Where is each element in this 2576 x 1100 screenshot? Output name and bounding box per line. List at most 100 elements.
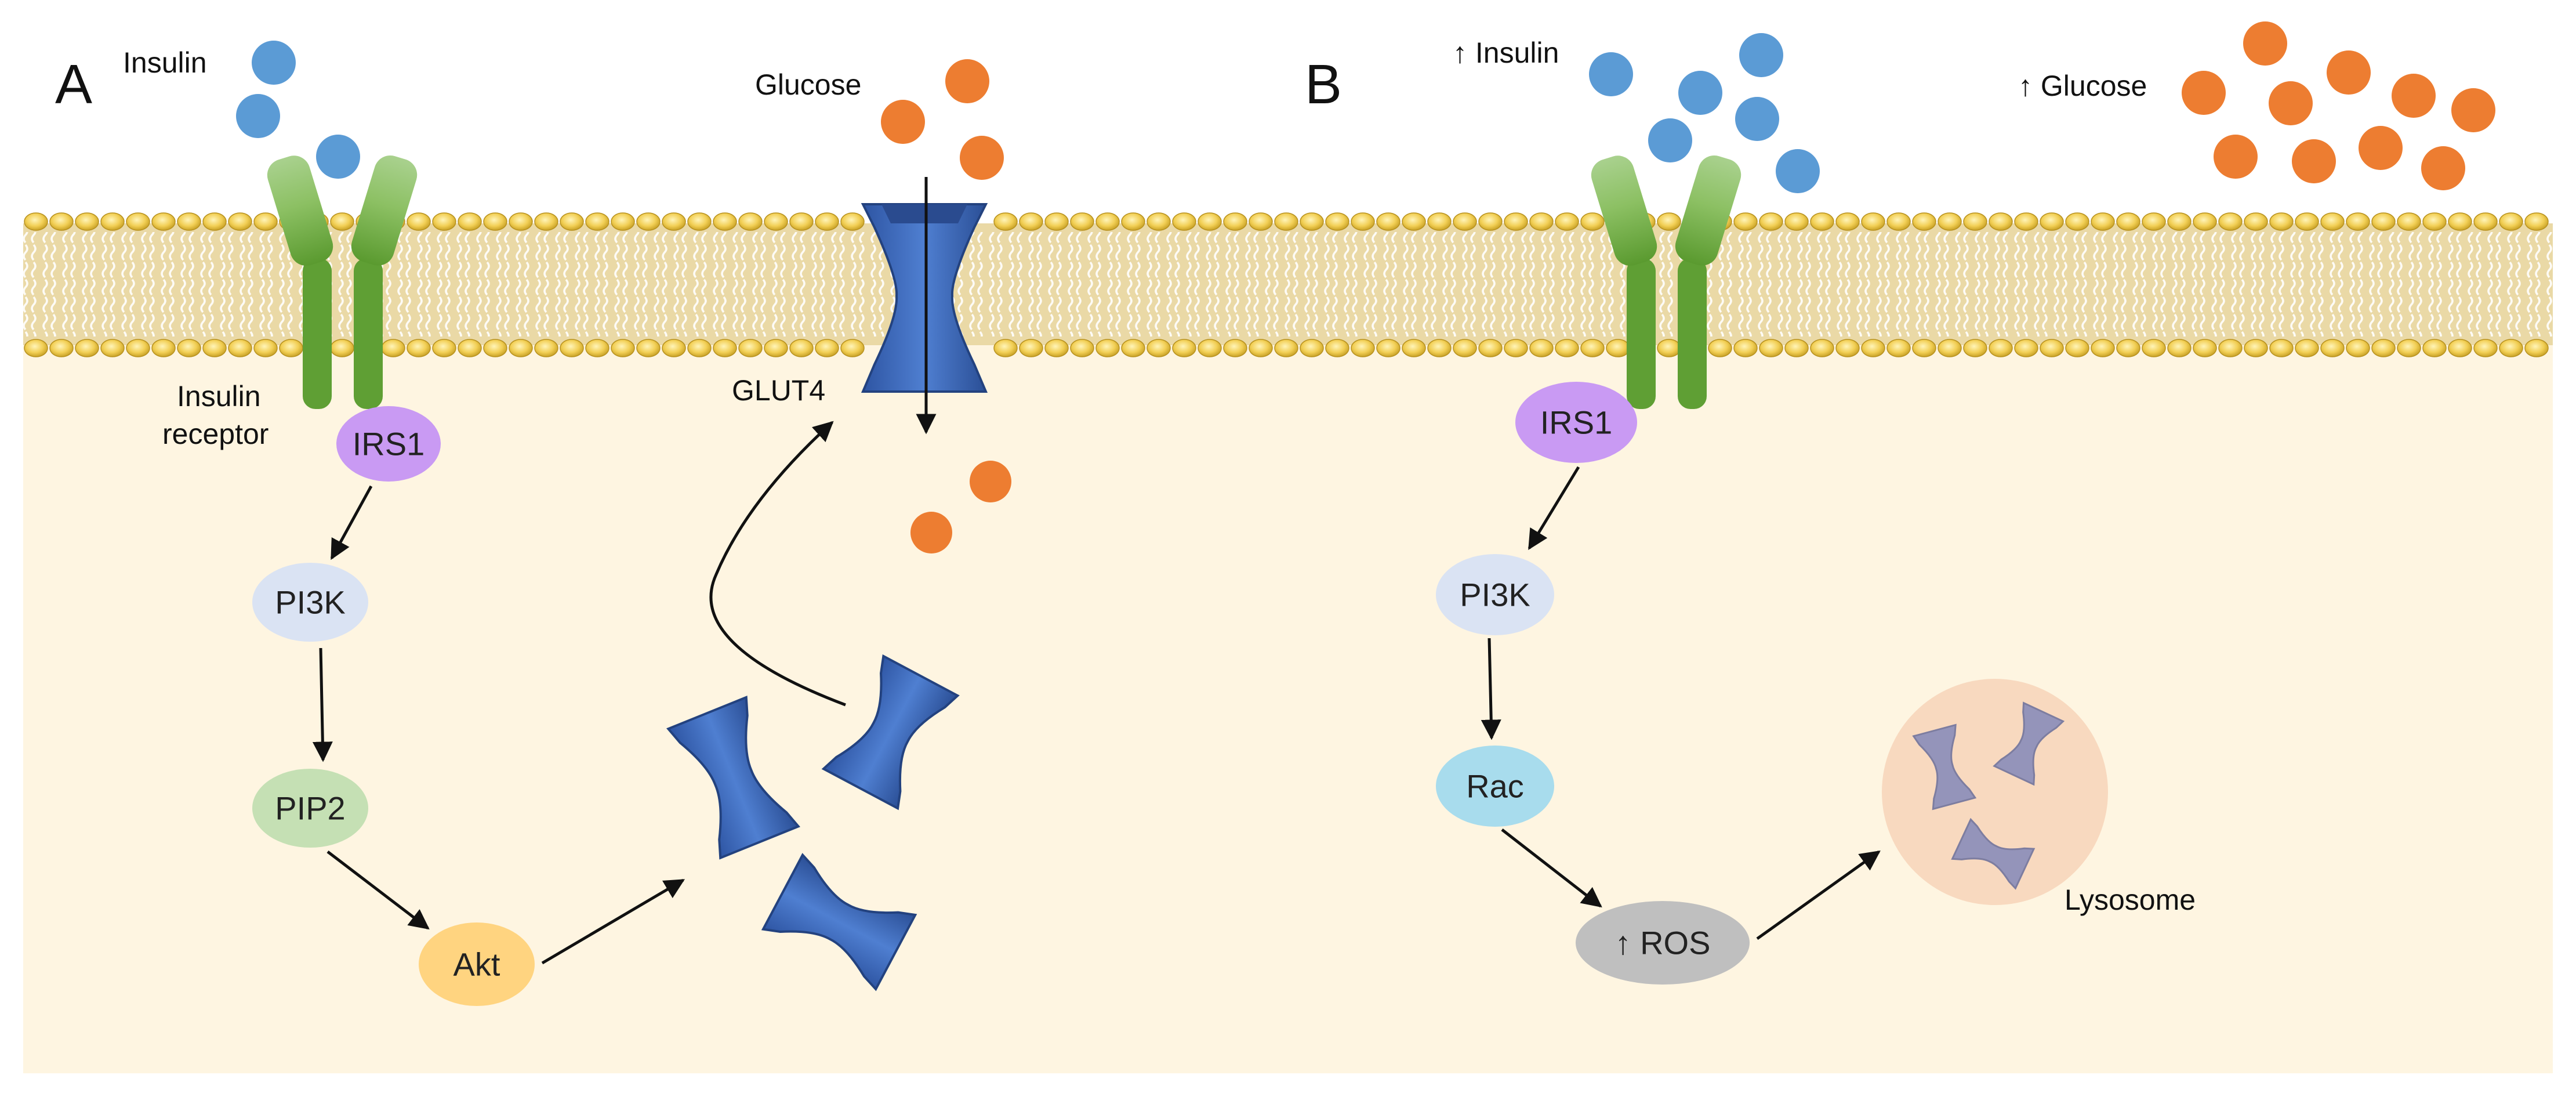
lipid-head [1938,212,1962,231]
pi3k-label-b: PI3K [1460,577,1530,613]
lipid-head [279,339,303,357]
lipid-head [1223,212,1247,231]
lipid-head [2397,212,2421,231]
arrow-irs1-to-pi3k-a [330,485,373,560]
lipid-head [2422,339,2447,357]
insulin-molecule [252,41,296,85]
irs1-label-a: IRS1 [353,426,425,462]
glut4-vesicle [821,654,960,810]
glucose-molecule [2421,146,2465,190]
insulin-molecule [1735,97,1779,141]
lipid-head [1886,339,1911,357]
lipid-head [2422,212,2447,231]
lipid-head [509,339,533,357]
insulin-receptor-b [1591,155,1741,409]
irs1-node-a: IRS1 [336,406,441,482]
lipid-head [253,212,278,231]
lipid-head [432,339,456,357]
degraded-glut4 [1951,817,2036,890]
lipid-head [1989,212,2013,231]
lipid-head [1580,212,1605,231]
glucose-molecule [2214,135,2258,179]
lysosome [1882,679,2108,905]
glucose-molecule [2327,50,2371,95]
lipid-head [840,339,865,357]
insulin-molecule [236,94,280,138]
pi3k-label-a: PI3K [275,584,345,621]
lipid-head [407,212,431,231]
lipid-head [815,339,839,357]
glucose-molecule [945,59,989,103]
lipid-head [253,339,278,357]
lipid-head [1223,339,1247,357]
lipid-head [228,212,252,231]
lipid-head [1070,212,1094,231]
lipid-head [560,212,584,231]
lipid-head [1402,212,1426,231]
cell-membrane [23,212,2553,357]
lipid-head [2218,212,2243,231]
glucose-molecule [2451,88,2495,132]
lipid-head [1963,339,1987,357]
lipid-head [1146,212,1171,231]
lipid-head [1453,339,1477,357]
insulin-molecule [1776,149,1820,193]
lipid-head [1300,212,1324,231]
lipid-head [2524,212,2549,231]
lipid-head [1478,339,1503,357]
lipid-head [75,212,99,231]
arrow-glut4-translocation [709,421,846,707]
glucose-molecule [2182,71,2226,115]
lipid-head [687,339,712,357]
lipid-head [738,212,763,231]
lipid-head [1325,339,1349,357]
lipid-head [1198,212,1222,231]
insulin-molecule [1648,118,1692,162]
lipid-head [2167,212,2192,231]
lipid-head [2142,339,2166,357]
lipid-head [458,339,482,357]
lipid-head [75,339,99,357]
lipid-head [1861,339,1885,357]
lipid-head [2473,212,2498,231]
insulin-molecule [1589,52,1633,96]
ros-node-b: ↑ ROS [1576,901,1750,985]
lipid-head [1529,339,1554,357]
lipid-head [2244,339,2268,357]
lipid-head [458,212,482,231]
lipid-head [1198,339,1222,357]
insulin-molecule [316,135,360,179]
lipid-head [2448,212,2472,231]
lipid-head [2295,212,2319,231]
lipid-head [1912,212,1936,231]
glucose-molecule [910,512,952,553]
arrow-rac-to-ros [1501,828,1602,908]
lipid-head [1504,339,1528,357]
lipid-head [1504,212,1528,231]
glut4-vesicle [761,853,917,992]
lipid-head [2371,212,2396,231]
arrow-pi3k-to-rac [1481,638,1501,740]
lipid-head [2269,212,2294,231]
receptor-label-a-line1: Insulin [177,380,261,412]
lipid-head [2116,212,2140,231]
lipid-head [2295,339,2319,357]
degraded-glut4 [1993,701,2065,786]
lipid-head [2499,212,2523,231]
lipid-head [1249,339,1273,357]
lipid-head [1427,339,1452,357]
lipid-head [1759,212,1783,231]
lipid-head [1121,212,1145,231]
rac-label-b: Rac [1466,768,1524,805]
lipid-head [126,339,150,357]
irs1-label-b: IRS1 [1540,404,1613,441]
lipid-head [738,339,763,357]
cytoplasm [23,249,2553,1073]
lipid-head [2065,339,2089,357]
lipid-head [764,212,788,231]
lipid-head [1733,212,1758,231]
lipid-head [1019,212,1043,231]
lipid-head [1912,339,1936,357]
lipid-head [713,212,737,231]
lipid-head [2116,339,2140,357]
